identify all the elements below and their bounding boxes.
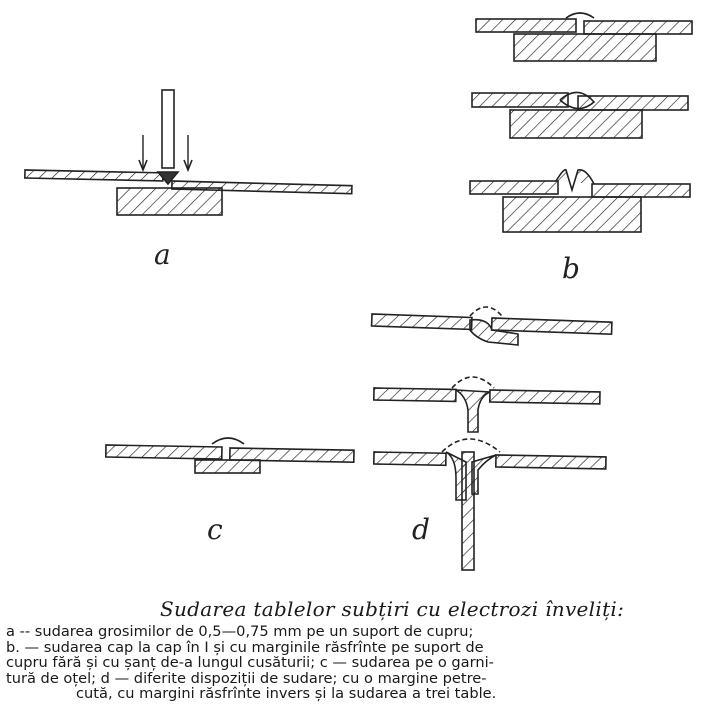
caption-line: b. — sudarea cap la cap în I și cu margi… (6, 638, 484, 656)
caption-line: cută, cu margini răsfrînte invers și la … (76, 685, 497, 702)
caption-line: tură de oțel; d — diferite dispoziții de… (6, 669, 487, 687)
figure-title: Sudarea tablelor subțiri cu electrozi în… (160, 597, 625, 621)
diagram-d (370, 306, 613, 571)
welding-figure (24, 12, 693, 571)
label-c: c (207, 513, 223, 546)
diagram-c (104, 437, 355, 474)
diagram-a (24, 89, 353, 216)
caption-line: a -- sudarea grosimilor de 0,5—0,75 mm p… (6, 623, 474, 640)
label-a: a (154, 238, 171, 271)
figure-caption: a -- sudarea grosimilor de 0,5—0,75 mm p… (6, 624, 722, 702)
caption-line: cupru fără și cu șanț de-a lungul cusătu… (6, 654, 494, 671)
label-b: b (562, 252, 580, 285)
label-d: d (412, 513, 430, 546)
diagram-b (469, 12, 693, 233)
